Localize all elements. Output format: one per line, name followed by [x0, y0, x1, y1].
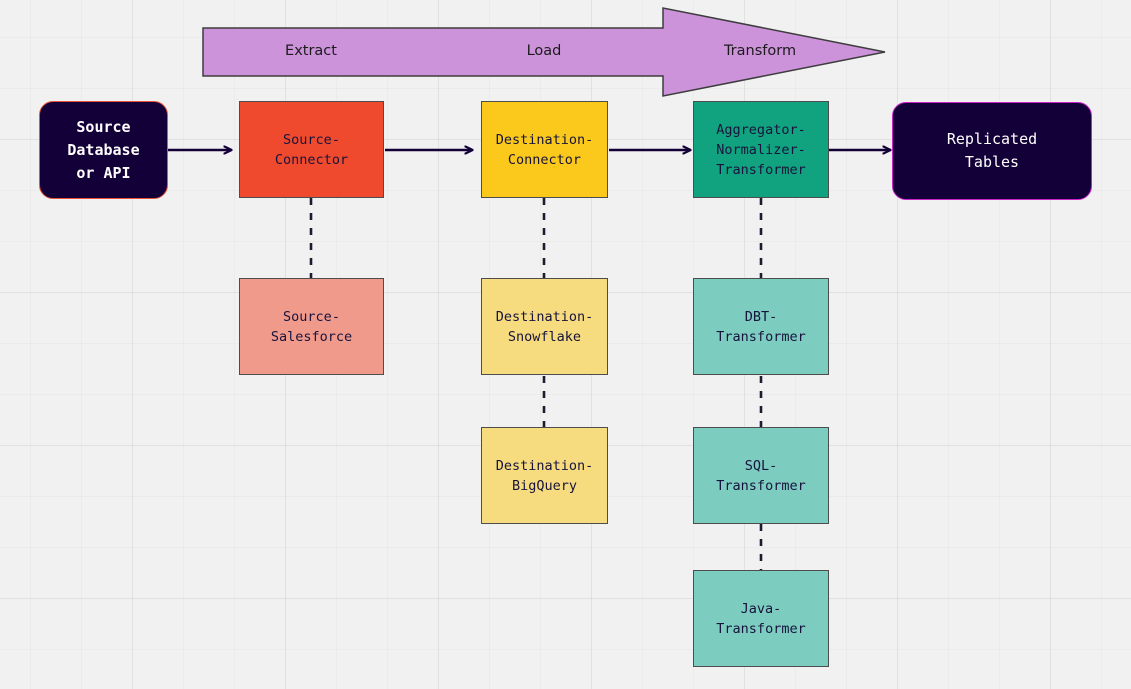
node-source-salesforce[interactable]: Source- Salesforce [239, 278, 384, 375]
node-aggregator-normalizer-transformer[interactable]: Aggregator- Normalizer- Transformer [693, 101, 829, 198]
node-source-database-or-api[interactable]: Source Database or API [39, 101, 168, 199]
node-sql-transformer[interactable]: SQL- Transformer [693, 427, 829, 524]
node-destination-connector[interactable]: Destination- Connector [481, 101, 608, 198]
phase-label-transform: Transform [723, 43, 797, 59]
node-java-transformer[interactable]: Java- Transformer [693, 570, 829, 667]
phase-label-load: Load [526, 43, 562, 59]
node-replicated-tables[interactable]: Replicated Tables [892, 102, 1092, 200]
node-destination-snowflake[interactable]: Destination- Snowflake [481, 278, 608, 375]
phase-label-extract: Extract [285, 43, 337, 59]
node-destination-bigquery[interactable]: Destination- BigQuery [481, 427, 608, 524]
node-source-connector[interactable]: Source- Connector [239, 101, 384, 198]
node-dbt-transformer[interactable]: DBT- Transformer [693, 278, 829, 375]
